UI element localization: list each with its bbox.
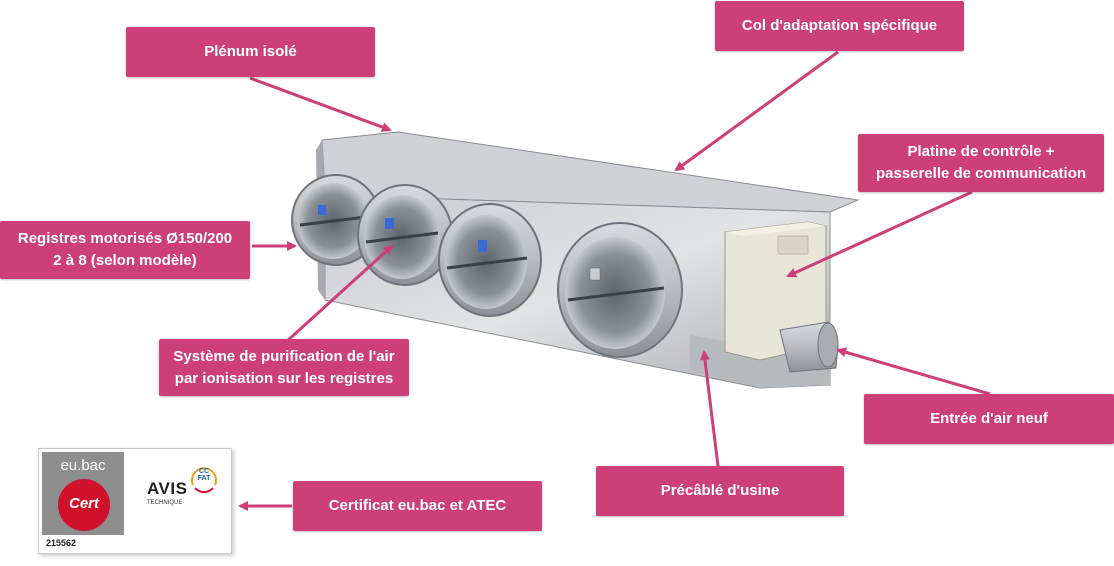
arrow-entree bbox=[836, 347, 991, 396]
label-certificat: Certificat eu.bac et ATEC bbox=[293, 481, 542, 531]
label-col-adaptation: Col d'adaptation spécifique bbox=[715, 1, 964, 51]
damper-duct-2 bbox=[357, 184, 453, 286]
label-plenum-isole-text: Plénum isolé bbox=[204, 43, 297, 61]
label-platine-line1: Platine de contrôle + bbox=[907, 143, 1055, 161]
certification-logos: eu.bac Cert 215562 CC FAT AVIS TECHNIQUE bbox=[38, 448, 232, 554]
label-certificat-text: Certificat eu.bac et ATEC bbox=[328, 497, 507, 515]
arrow-plenum bbox=[249, 76, 392, 132]
arrow-precable bbox=[700, 350, 720, 467]
ccfat-logo-icon bbox=[191, 467, 217, 493]
avis-technique-title: AVIS bbox=[147, 479, 188, 498]
avis-technique-subtitle: TECHNIQUE bbox=[147, 500, 183, 506]
fresh-air-inlet bbox=[779, 321, 839, 373]
damper-duct-4 bbox=[557, 222, 683, 358]
label-registres-line1: Registres motorisés Ø150/200 bbox=[17, 230, 233, 248]
label-registres-motorises: Registres motorisés Ø150/200 2 à 8 (selo… bbox=[0, 221, 250, 279]
label-platine-line2: passerelle de communication bbox=[875, 165, 1087, 182]
arrow-col bbox=[674, 50, 839, 172]
label-precable-text: Précâblé d'usine bbox=[660, 482, 780, 500]
label-plenum-isole: Plénum isolé bbox=[126, 27, 375, 77]
eubac-cert-text: Cert bbox=[68, 495, 99, 512]
ccfat-text: CC FAT bbox=[197, 468, 211, 482]
label-precable-usine: Précâblé d'usine bbox=[596, 466, 844, 516]
label-col-adaptation-text: Col d'adaptation spécifique bbox=[741, 17, 938, 35]
arrow-platine bbox=[786, 190, 973, 278]
control-box bbox=[724, 221, 827, 361]
label-purification-line2: par ionisation sur les registres bbox=[174, 369, 394, 387]
label-entree-text: Entrée d'air neuf bbox=[930, 410, 1048, 428]
label-platine-controle: Platine de contrôle + passerelle de comm… bbox=[858, 134, 1104, 192]
label-registres-line2: 2 à 8 (selon modèle) bbox=[53, 252, 197, 269]
eubac-title: eu.bac bbox=[60, 457, 106, 474]
eubac-logo: eu.bac Cert bbox=[42, 452, 124, 535]
arrow-purification bbox=[284, 244, 394, 344]
eubac-circle: Cert bbox=[58, 479, 110, 531]
label-purification-air: Système de purification de l'air par ion… bbox=[159, 339, 409, 396]
label-entree-air-neuf: Entrée d'air neuf bbox=[864, 394, 1114, 444]
label-purification-line1: Système de purification de l'air bbox=[173, 347, 395, 365]
damper-duct-3 bbox=[438, 203, 542, 317]
certificate-number: 215562 bbox=[46, 538, 77, 548]
